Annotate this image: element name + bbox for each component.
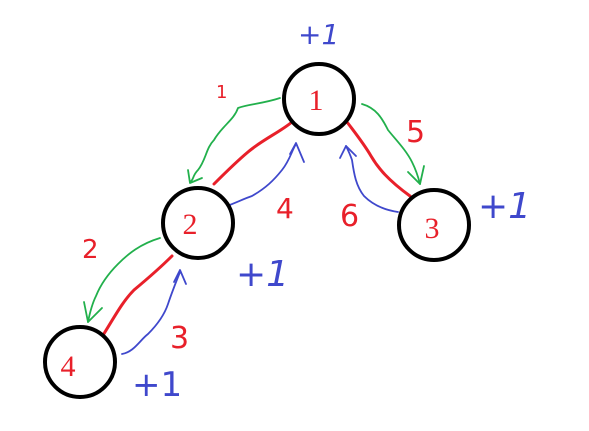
step-label-2: 2	[82, 235, 99, 265]
node-2-circle	[161, 186, 235, 260]
descend-arrow-1-to-2	[189, 97, 281, 183]
edge-2-4	[98, 254, 174, 342]
ascend-arrow-head-2-to-1	[289, 142, 305, 163]
node-2-label: 2	[183, 208, 198, 241]
tree-edges	[98, 120, 412, 342]
step-label-4: 4	[276, 192, 294, 225]
tree-nodes	[43, 62, 471, 399]
ascend-arrow-head-4-to-2	[173, 269, 187, 285]
step-label-1: 1	[216, 82, 227, 103]
edge-1-3	[345, 120, 412, 198]
step-labels: 1 2 3 4 5 6	[82, 82, 425, 356]
plus-one-node-2: +1	[236, 254, 289, 295]
node-3-label: 3	[425, 212, 440, 245]
step-label-5: 5	[406, 115, 425, 150]
ascend-arrow-3-to-1	[345, 145, 399, 213]
descend-arrow-1-to-3	[361, 103, 421, 185]
ascend-arrow-head-3-to-1	[339, 145, 357, 159]
descend-arrows	[83, 97, 425, 323]
node-1-circle	[282, 62, 356, 136]
edge-1-2	[212, 120, 294, 186]
plus-one-node-4: +1	[132, 365, 182, 405]
plus-one-node-3: +1	[478, 186, 531, 227]
plus-one-node-1: +1	[298, 18, 339, 51]
ascend-arrows	[121, 142, 399, 355]
node-4-label: 4	[61, 350, 76, 383]
node-3-circle	[397, 188, 471, 262]
node-4-circle	[43, 325, 117, 399]
node-1-label: 1	[309, 84, 324, 117]
plus-one-labels: +1 +1 +1 +1	[132, 18, 531, 405]
node-labels: 1 2 3 4	[61, 84, 440, 383]
descend-arrow-head-1-to-3	[407, 165, 425, 185]
step-label-6: 6	[340, 199, 359, 234]
ascend-arrow-2-to-1	[211, 143, 297, 211]
descend-arrow-head-2-to-4	[83, 301, 103, 323]
descend-arrow-2-to-4	[87, 237, 161, 323]
ascend-arrow-4-to-2	[121, 271, 181, 355]
step-label-3: 3	[170, 321, 189, 356]
descend-arrow-head-1-to-2	[187, 169, 203, 184]
